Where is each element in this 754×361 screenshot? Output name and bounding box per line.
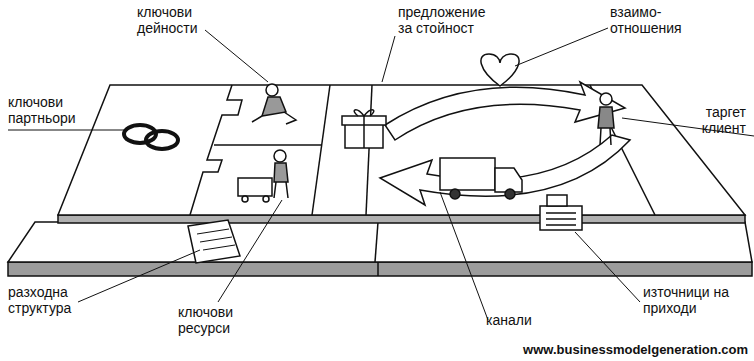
callout-label: ключови дейности — [137, 4, 227, 36]
legs — [600, 128, 611, 145]
watermark: www.businessmodelgeneration.com — [490, 342, 748, 358]
callout-label: разходна структура — [8, 284, 98, 316]
document-lines — [197, 229, 235, 250]
wheel — [505, 189, 515, 199]
worker-figure — [252, 84, 296, 124]
customer-figure — [598, 93, 614, 145]
truck-icon — [440, 158, 522, 199]
divider — [190, 85, 242, 215]
board-front — [8, 262, 752, 276]
register-screen — [547, 195, 567, 206]
heart-shape — [481, 54, 519, 86]
ribbon — [363, 116, 365, 148]
leader-line — [440, 192, 488, 320]
leader-line — [218, 200, 282, 302]
heart-icon — [481, 54, 519, 86]
leader-line — [8, 130, 128, 131]
divider — [377, 262, 379, 276]
document-icon — [188, 220, 240, 263]
callout-label: взаимо- отношения — [610, 4, 695, 36]
callout-label: таргет клиент — [670, 104, 746, 136]
register-keys — [546, 213, 576, 225]
wheel — [450, 189, 460, 199]
resource-figure — [238, 150, 288, 202]
truck-cab — [495, 168, 522, 192]
legs — [274, 182, 288, 198]
leader-line — [575, 232, 640, 302]
leader-lines — [8, 28, 754, 320]
body — [598, 107, 614, 128]
cart — [238, 178, 272, 196]
head — [266, 84, 278, 96]
leader-line — [382, 36, 395, 82]
body — [262, 97, 286, 116]
head — [274, 150, 286, 162]
board — [8, 85, 752, 276]
leader-line — [78, 250, 200, 302]
limbs — [252, 112, 296, 124]
board-front — [58, 215, 745, 223]
wheel — [263, 196, 269, 202]
register-icon — [540, 195, 582, 230]
cycle-arrows — [380, 82, 630, 205]
bow — [354, 110, 374, 116]
arrow-shape — [385, 82, 625, 140]
callout-label: ключови ресурси — [178, 304, 258, 336]
gift-icon — [342, 110, 386, 148]
divider — [312, 85, 330, 215]
callout-label: канали — [486, 312, 546, 328]
wheel — [242, 196, 248, 202]
leader-line — [205, 30, 268, 82]
leader-line — [515, 28, 608, 66]
body — [274, 163, 288, 182]
ring — [146, 131, 178, 149]
truck-box — [440, 158, 495, 190]
divider — [375, 222, 378, 262]
document-sheet — [188, 220, 240, 263]
board-lower — [8, 222, 752, 262]
callout-label: предложение за стойност — [398, 4, 503, 36]
callout-label: ключови партньори — [8, 94, 88, 126]
register-body — [540, 206, 582, 230]
rings-icon — [124, 125, 178, 149]
board-upper — [58, 85, 745, 215]
divider — [214, 144, 322, 146]
divider — [366, 85, 372, 215]
arrow-shape — [380, 135, 630, 205]
head — [600, 93, 612, 105]
callout-label: източници на приходи — [643, 284, 747, 316]
